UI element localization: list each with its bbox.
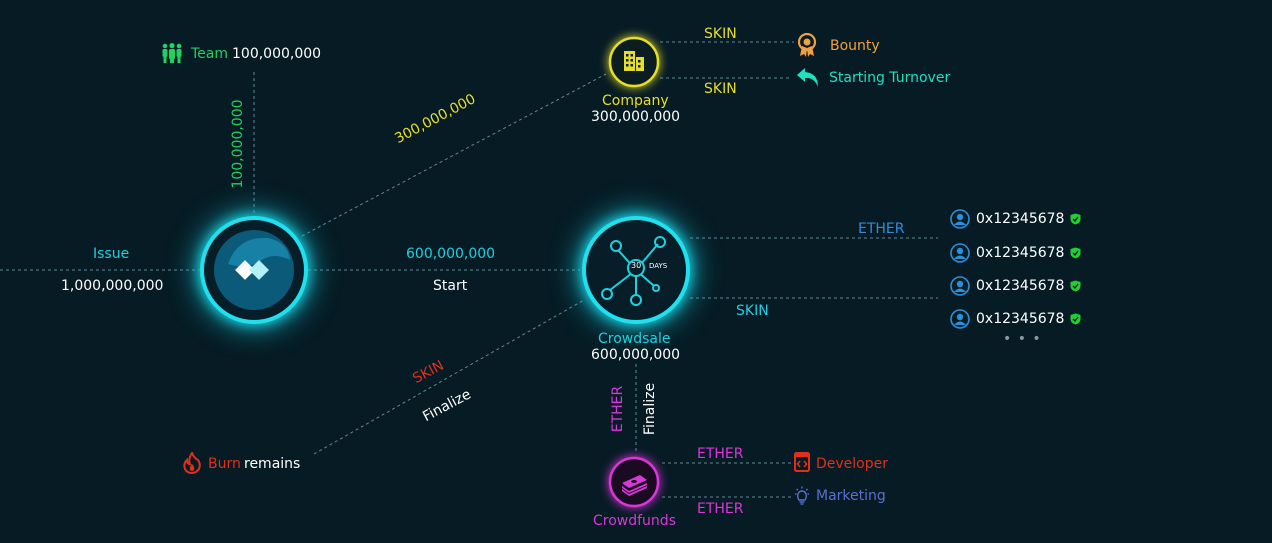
crowdsale-badge-number: 30 [631,261,642,270]
shield-check-icon [1070,313,1081,325]
crowdfunds-ether-label: ETHER [610,385,626,433]
burn-highlight: Burn [208,456,241,472]
address-list-item: 0x12345678 [950,308,1081,330]
crowdsale-badge-unit: DAYS [649,262,668,270]
team-amount: 100,000,000 [232,46,322,62]
user-icon [950,276,970,296]
lightbulb-icon [794,486,810,510]
shield-check-icon [1070,247,1081,259]
team-label: Team [191,46,229,62]
burn-line [313,299,585,455]
skin-in-label: SKIN [736,303,769,319]
address-value: 0x12345678 [976,311,1065,327]
crowdfunds-finalize-label: Finalize [642,382,658,436]
address-list-item: 0x12345678 [950,242,1081,264]
address-value: 0x12345678 [976,245,1065,261]
crowdsale-node [580,214,692,326]
company-label: Company [602,93,669,109]
bounty-label: Bounty [830,38,880,54]
network-hub-icon [582,216,690,324]
address-value: 0x12345678 [976,211,1065,227]
shield-check-icon [1070,280,1081,292]
crowdsale-label: Crowdsale [598,331,671,347]
turnover-edge-label: SKIN [704,81,737,97]
issue-amount: 1,000,000,000 [61,278,164,294]
address-value: 0x12345678 [976,278,1065,294]
award-icon [797,32,817,61]
token-node [198,214,310,326]
marketing-label: Marketing [816,488,886,504]
user-icon [950,309,970,329]
start-edge-amount: 600,000,000 [406,246,496,262]
return-arrow-icon [796,67,820,93]
burn-label: remains [244,456,301,472]
team-edge-label: 100,000,000 [230,99,246,189]
company-amount: 300,000,000 [591,109,681,125]
money-stack-icon [608,456,660,508]
team-icon [161,43,183,67]
more-addresses-indicator: • • • [1003,331,1042,347]
developer-edge-label: ETHER [697,446,744,462]
turnover-label: Starting Turnover [829,70,951,86]
code-icon [794,452,810,476]
user-icon [950,243,970,263]
user-icon [950,209,970,229]
start-edge-label: Start [433,278,468,294]
address-list-item: 0x12345678 [950,275,1081,297]
crowdfunds-node [607,455,661,509]
crowdfunds-label: Crowdfunds [593,513,676,529]
fire-icon [182,450,202,478]
building-icon [608,36,660,88]
shield-check-icon [1070,213,1081,225]
address-list-item: 0x12345678 [950,208,1081,230]
crowdsale-amount: 600,000,000 [591,347,681,363]
developer-label: Developer [816,456,889,472]
bounty-edge-label: SKIN [704,26,737,42]
ether-out-label: ETHER [858,221,905,237]
issue-label: Issue [93,246,130,262]
company-node [607,35,661,89]
company-line [301,73,607,237]
marketing-edge-label: ETHER [697,501,744,517]
token-logo-icon [200,216,308,324]
